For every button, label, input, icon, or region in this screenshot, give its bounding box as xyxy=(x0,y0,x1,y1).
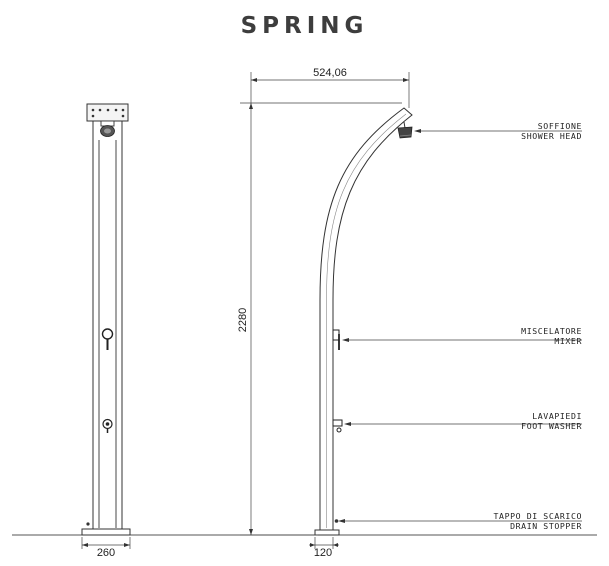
front-shower-head xyxy=(100,120,115,137)
callout-shower-head: SOFFIONE SHOWER HEAD xyxy=(521,121,582,141)
drawing-title: SPRING xyxy=(240,13,369,39)
callout-foot-washer-it: LAVAPIEDI xyxy=(532,411,582,421)
callout-mixer-it: MISCELATORE xyxy=(521,326,582,336)
overhang-dimension: 524,06 xyxy=(313,67,347,79)
base-width-dimension: 260 xyxy=(97,547,115,559)
callout-shower-head-it: SOFFIONE xyxy=(537,121,582,131)
side-view: 524,06 2280 120 xyxy=(237,67,413,559)
callout-foot-washer: LAVAPIEDI FOOT WASHER xyxy=(521,411,582,431)
front-mixer xyxy=(101,328,114,350)
side-drain-stopper xyxy=(334,519,339,523)
side-column xyxy=(319,107,413,531)
side-base-plate xyxy=(314,529,340,536)
callout-mixer-en: MIXER xyxy=(554,336,582,346)
callout-drain-stopper: TAPPO DI SCARICO DRAIN STOPPER xyxy=(494,511,582,531)
front-base-plate xyxy=(81,528,131,536)
front-view: 260 xyxy=(81,103,131,559)
callout-foot-washer-en: FOOT WASHER xyxy=(521,421,582,431)
column-width-dimension: 120 xyxy=(314,547,332,559)
side-mixer xyxy=(332,329,340,350)
side-foot-washer xyxy=(332,419,343,433)
front-column xyxy=(92,120,123,531)
height-dimension: 2280 xyxy=(237,308,249,332)
callout-mixer: MISCELATORE MIXER xyxy=(521,326,582,346)
front-top-cap xyxy=(86,103,129,122)
callout-drain-stopper-en: DRAIN STOPPER xyxy=(510,521,582,531)
side-shower-head xyxy=(397,121,413,139)
callout-shower-head-en: SHOWER HEAD xyxy=(521,131,582,141)
front-foot-washer xyxy=(102,418,113,433)
callout-drain-stopper-it: TAPPO DI SCARICO xyxy=(493,511,582,521)
leader-lines xyxy=(338,129,582,523)
